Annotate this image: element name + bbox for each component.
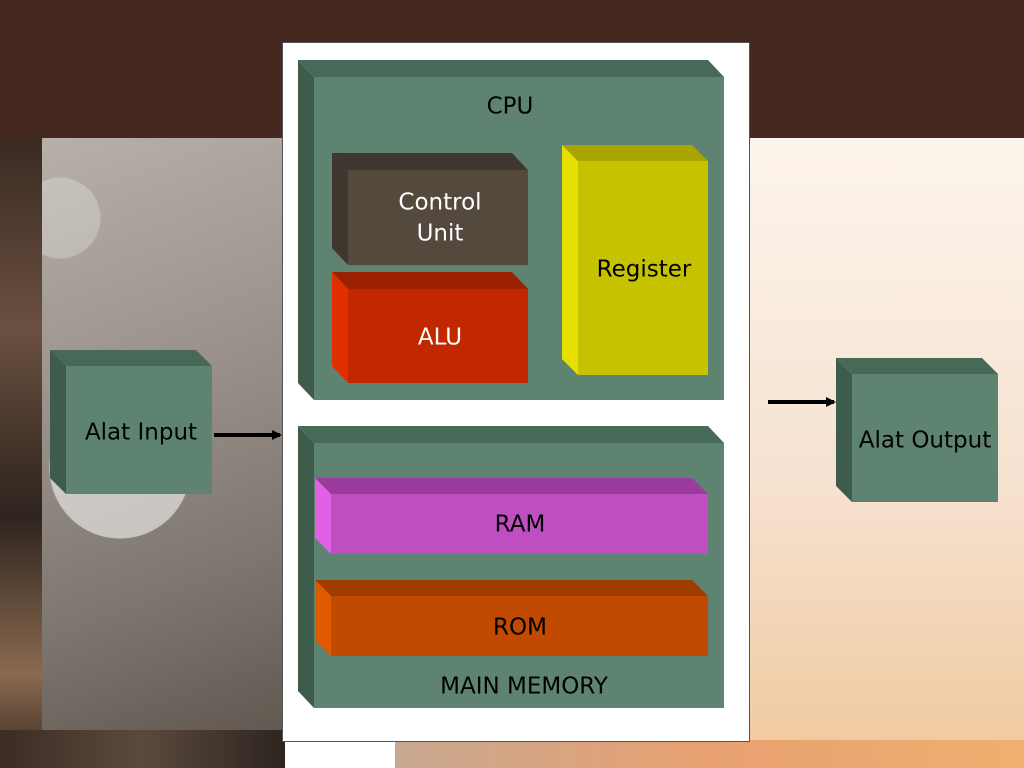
rom-label: ROM [493, 615, 547, 641]
input-device-side [50, 350, 66, 494]
input-device-front [66, 366, 212, 494]
control-unit-label-line1: Control [398, 190, 481, 216]
main-memory-side [298, 426, 314, 708]
control-unit-block: Control Unit [332, 153, 528, 265]
alu-side [332, 272, 348, 383]
cpu-block-top [298, 60, 724, 77]
control-unit-side [332, 153, 348, 265]
rom-side [315, 580, 331, 656]
output-device-side [836, 358, 852, 502]
register-side [562, 145, 578, 375]
ram-top [315, 478, 708, 494]
alu-block: ALU [332, 272, 528, 383]
background-photo-bottom-left [0, 730, 285, 768]
control-unit-front [348, 170, 528, 265]
register-label: Register [597, 257, 692, 283]
control-unit-top [332, 153, 528, 170]
alu-front [348, 289, 528, 383]
register-top [562, 145, 708, 161]
main-memory-top [298, 426, 724, 443]
rom-front [331, 596, 708, 656]
output-device-top [836, 358, 998, 374]
main-memory-block: MAIN MEMORY [298, 426, 724, 708]
output-device-block: Alat Output [836, 358, 998, 502]
rom-top [315, 580, 708, 596]
output-device-front [852, 374, 998, 502]
control-unit-label-line2: Unit [417, 221, 464, 247]
register-block: Register [562, 145, 708, 375]
background-photo-left-edge [0, 138, 42, 768]
ram-label: RAM [495, 512, 546, 538]
ram-front [331, 494, 708, 554]
register-front [578, 161, 708, 375]
main-memory-label: MAIN MEMORY [440, 674, 609, 700]
alu-top [332, 272, 528, 289]
output-device-label: Alat Output [859, 428, 991, 454]
input-device-block: Alat Input [50, 350, 212, 494]
cpu-label: CPU [487, 94, 534, 120]
background-photo-bottom [395, 740, 1024, 768]
ram-block: RAM [315, 478, 708, 554]
input-device-top [50, 350, 212, 366]
input-device-label: Alat Input [85, 420, 197, 446]
ram-side [315, 478, 331, 554]
alu-label: ALU [418, 325, 462, 351]
rom-block: ROM [315, 580, 708, 656]
cpu-block-side [298, 60, 314, 400]
